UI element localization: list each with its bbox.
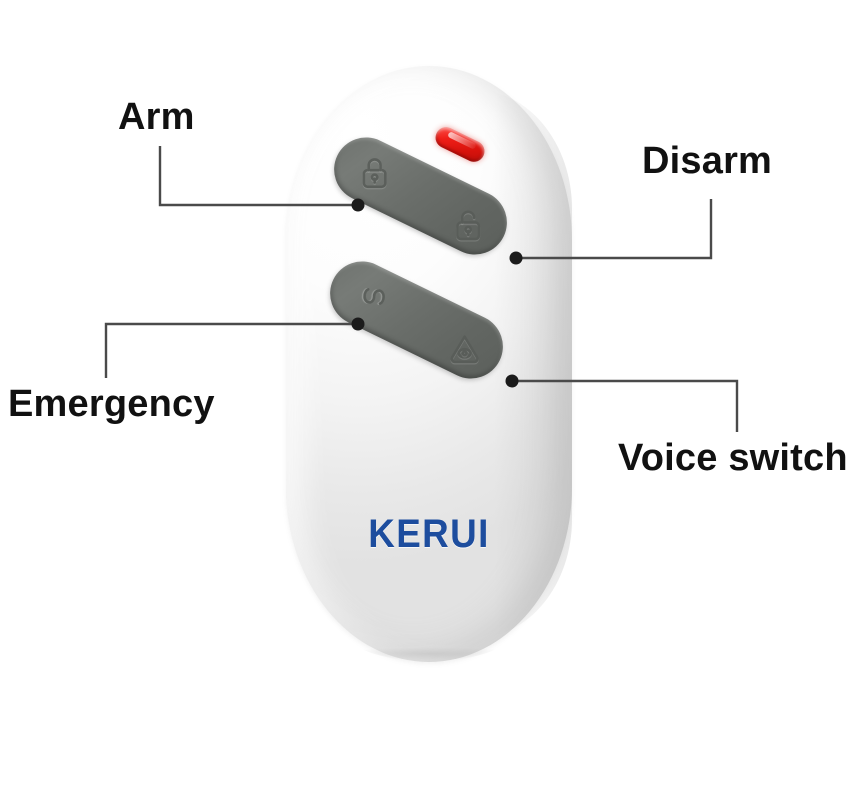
callout-label-emergency: Emergency [8,383,215,425]
button-bar-emergency-voice[interactable] [319,250,514,390]
brand-logo: KERUI [368,512,490,556]
lock-open-icon [449,206,487,244]
callout-label-voice-switch: Voice switch [618,437,848,479]
bell-icon [446,329,484,367]
remote-body-shell: KERUI [286,66,572,662]
status-led [432,123,488,166]
callout-label-arm: Arm [118,96,195,138]
remote-control-device: KERUI [286,66,572,706]
callout-label-disarm: Disarm [642,140,773,182]
lock-closed-icon [356,154,394,192]
sos-icon [354,278,392,316]
button-bar-arm-disarm[interactable] [323,126,518,266]
